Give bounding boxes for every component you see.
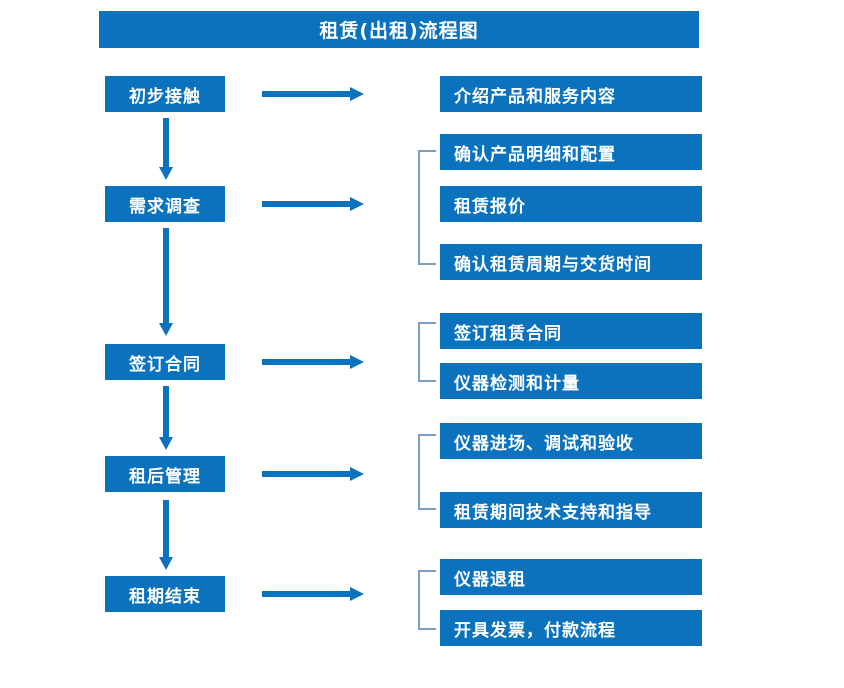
arrow-head [350, 355, 364, 369]
arrow-shaft [163, 386, 169, 438]
detail-box-instrument-inspection-metering[interactable]: 仪器检测和计量 [440, 363, 702, 399]
horizontal-arrow-1 [262, 85, 364, 103]
group-bracket-post-rental-management [418, 434, 436, 510]
vertical-arrow-3 [159, 386, 173, 450]
stage-box-initial-contact[interactable]: 初步接触 [105, 76, 225, 112]
detail-box-rental-quotation[interactable]: 租赁报价 [440, 186, 702, 222]
horizontal-arrow-5 [262, 585, 364, 603]
arrow-head [350, 197, 364, 211]
detail-box-invoice-payment-process[interactable]: 开具发票，付款流程 [440, 610, 702, 646]
arrow-shaft [262, 591, 352, 597]
group-bracket-rental-end [418, 570, 436, 630]
stage-box-rental-end[interactable]: 租期结束 [105, 576, 225, 612]
arrow-shaft [163, 500, 169, 558]
arrow-shaft [262, 359, 352, 365]
arrow-head [350, 467, 364, 481]
arrow-head [159, 437, 173, 450]
arrow-shaft [163, 228, 169, 324]
vertical-arrow-1 [159, 118, 173, 180]
detail-box-introduce-products-services[interactable]: 介绍产品和服务内容 [440, 76, 702, 112]
detail-box-instrument-return[interactable]: 仪器退租 [440, 559, 702, 595]
horizontal-arrow-3 [262, 353, 364, 371]
detail-box-confirm-product-spec[interactable]: 确认产品明细和配置 [440, 134, 702, 170]
detail-box-instrument-entry-commissioning-acceptance[interactable]: 仪器进场、调试和验收 [440, 423, 702, 459]
vertical-arrow-4 [159, 500, 173, 570]
arrow-shaft [262, 201, 352, 207]
diagram-title: 租赁(出租)流程图 [99, 11, 699, 48]
arrow-head [159, 323, 173, 336]
arrow-head [350, 587, 364, 601]
stage-box-sign-contract[interactable]: 签订合同 [105, 344, 225, 380]
arrow-head [350, 87, 364, 101]
horizontal-arrow-4 [262, 465, 364, 483]
detail-box-technical-support-during-rental[interactable]: 租赁期间技术支持和指导 [440, 492, 702, 528]
stage-box-requirement-survey[interactable]: 需求调查 [105, 186, 225, 222]
arrow-head [159, 557, 173, 570]
horizontal-arrow-2 [262, 195, 364, 213]
arrow-head [159, 167, 173, 180]
vertical-arrow-2 [159, 228, 173, 338]
arrow-shaft [262, 471, 352, 477]
group-bracket-requirement-survey [418, 150, 436, 265]
stage-box-post-rental-management[interactable]: 租后管理 [105, 456, 225, 492]
arrow-shaft [262, 91, 352, 97]
detail-box-sign-rental-contract[interactable]: 签订租赁合同 [440, 313, 702, 349]
detail-box-confirm-rental-period-delivery[interactable]: 确认租赁周期与交货时间 [440, 244, 702, 280]
arrow-shaft [163, 118, 169, 168]
group-bracket-sign-contract [418, 322, 436, 382]
